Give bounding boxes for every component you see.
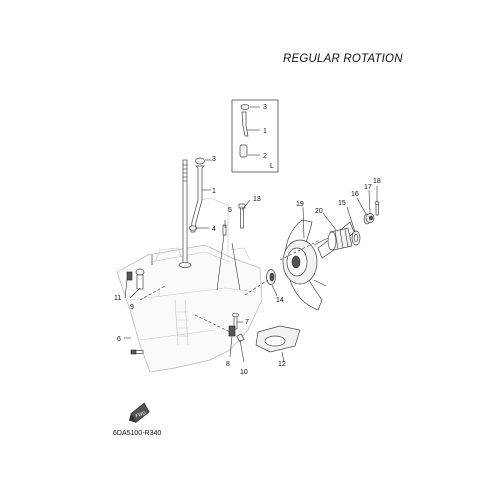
callout-8: 8: [226, 361, 230, 368]
document-code: 6DA5100-R340: [113, 430, 162, 437]
callout-9: 9: [130, 304, 134, 311]
thrust-washer-14: [266, 269, 276, 285]
callout-15: 15: [338, 200, 346, 207]
callout-3: 3: [212, 156, 216, 163]
diagram-title: REGULAR ROTATION: [283, 53, 403, 65]
trim-tab-bolt: [228, 312, 245, 343]
callout-13: 13: [253, 196, 261, 203]
cotter-pin-18: [374, 201, 380, 216]
inset-callout-1: 1: [263, 128, 267, 135]
callout-7: 7: [245, 319, 249, 326]
inset-callout-2: 2: [263, 153, 267, 160]
fwd-arrow-icon: FWD: [128, 402, 150, 424]
washer-15: [351, 230, 361, 246]
callout-20: 20: [315, 208, 323, 215]
cotter-pin-17: [365, 213, 375, 223]
inset-detail-box: [231, 99, 279, 173]
callout-5: 5: [228, 207, 232, 214]
callout-10: 10: [240, 369, 248, 376]
inset-variant-label: L: [270, 163, 274, 170]
callout-16: 16: [351, 191, 359, 198]
callout-18: 18: [373, 178, 381, 185]
water-tube: [188, 157, 205, 233]
leader-lines: [124, 159, 378, 363]
lower-unit-housing: [116, 197, 263, 373]
callout-1: 1: [212, 188, 216, 195]
callout-4: 4: [212, 226, 216, 233]
callout-19: 19: [296, 201, 304, 208]
inset-callout-3: 3: [263, 104, 267, 111]
callout-17: 17: [364, 184, 372, 191]
callout-12: 12: [278, 361, 286, 368]
callout-numbers: 3 1 4 5 13 6 7 8 9 10 11 12 14 15 16 17 …: [114, 104, 381, 376]
fwd-label: FWD: [135, 410, 147, 418]
anode-12: [255, 325, 301, 353]
callout-14: 14: [276, 297, 284, 304]
shift-rod-assembly: [126, 268, 145, 355]
pin-5: [222, 224, 227, 236]
spacer-20: [327, 227, 353, 251]
shift-rod: [178, 159, 192, 268]
callout-11: 11: [114, 295, 121, 302]
callout-6: 6: [117, 336, 121, 343]
